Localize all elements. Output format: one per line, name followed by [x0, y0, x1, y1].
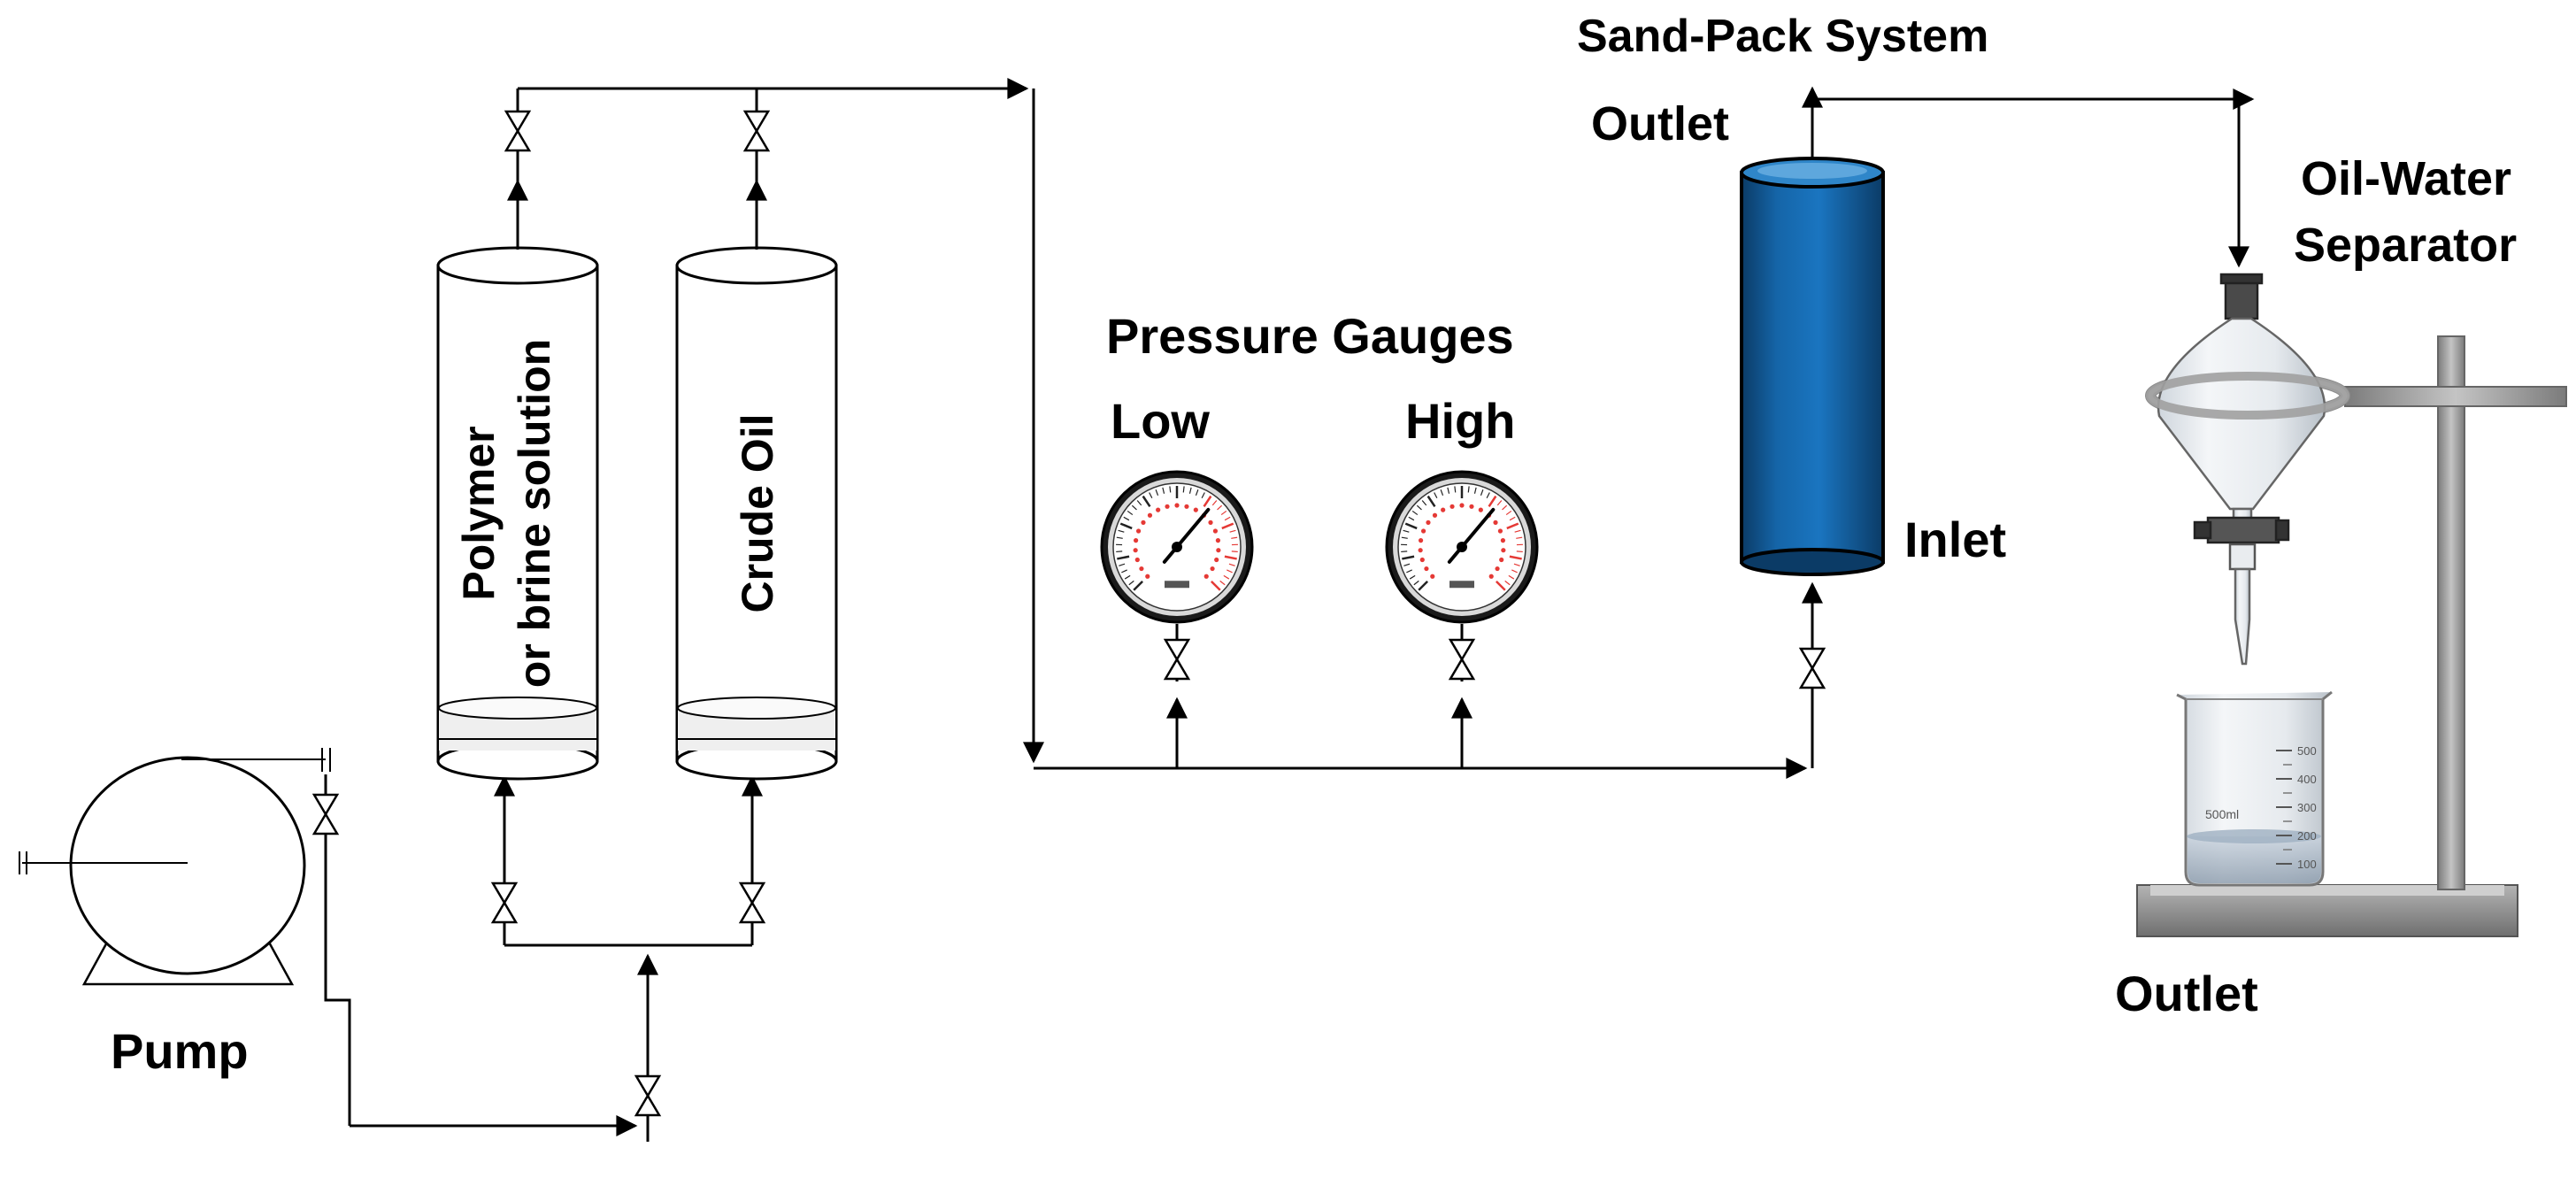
pump-discharge-line [324, 774, 638, 1136]
sand-pack-title: Sand-Pack System [1577, 11, 1989, 62]
pressure-gauges [1100, 470, 1539, 624]
separator-label-line1: Oil-Water [2301, 152, 2512, 205]
pump [19, 748, 331, 986]
sand-pack-outlet-label: Outlet [1591, 97, 1729, 150]
beaker-scale-label: 400 [2297, 773, 2317, 786]
separatory-funnel [2146, 273, 2349, 666]
beaker-scale-label: 300 [2297, 801, 2317, 814]
high-gauge-label: High [1405, 393, 1516, 449]
pressure-gauge-icon [1100, 470, 1254, 624]
valve-icon [490, 882, 519, 924]
pressure-gauges-title: Pressure Gauges [1106, 308, 1514, 364]
pump-label: Pump [111, 1023, 249, 1079]
pressure-gauge-icon [1385, 470, 1539, 624]
ring-stand [2136, 335, 2567, 937]
beaker-scale-label: 100 [2297, 858, 2317, 871]
valves [311, 110, 1826, 1117]
valve-icon [311, 793, 340, 835]
tank-outlet-lines [507, 78, 1044, 764]
sand-pack-inlet-label: Inlet [1904, 512, 2007, 567]
valve-icon [742, 110, 771, 152]
beaker-scale: 500 400 300 200 100 500ml [2205, 744, 2317, 871]
crude-oil-tank [675, 246, 838, 781]
valve-icon [504, 110, 532, 152]
beaker-scale-label: 200 [2297, 829, 2317, 843]
low-gauge-label: Low [1111, 393, 1210, 449]
polymer-tank-label: Polymer or brine solution [451, 292, 584, 735]
beaker-icon: 500 400 300 200 100 500ml [2176, 690, 2333, 887]
manifold-feed-line [494, 774, 763, 1142]
valve-icon [1163, 638, 1191, 681]
valve-icon [1448, 638, 1476, 681]
beaker-volume-label: 500ml [2205, 807, 2239, 821]
valve-icon [634, 1074, 662, 1117]
sand-pack-column [1740, 157, 1885, 576]
separator-label-line2: Separator [2294, 219, 2518, 272]
valve-icon [1798, 647, 1826, 689]
polymer-brine-tank [436, 246, 599, 781]
valve-icon [738, 882, 766, 924]
polymer-tank-label-line2: or brine solution [509, 338, 559, 689]
beaker-scale-label: 500 [2297, 744, 2317, 758]
separator-outlet-label: Outlet [2115, 966, 2258, 1021]
polymer-tank-label-line1: Polymer [454, 426, 504, 601]
crude-oil-tank-label: Crude Oil [733, 413, 782, 613]
